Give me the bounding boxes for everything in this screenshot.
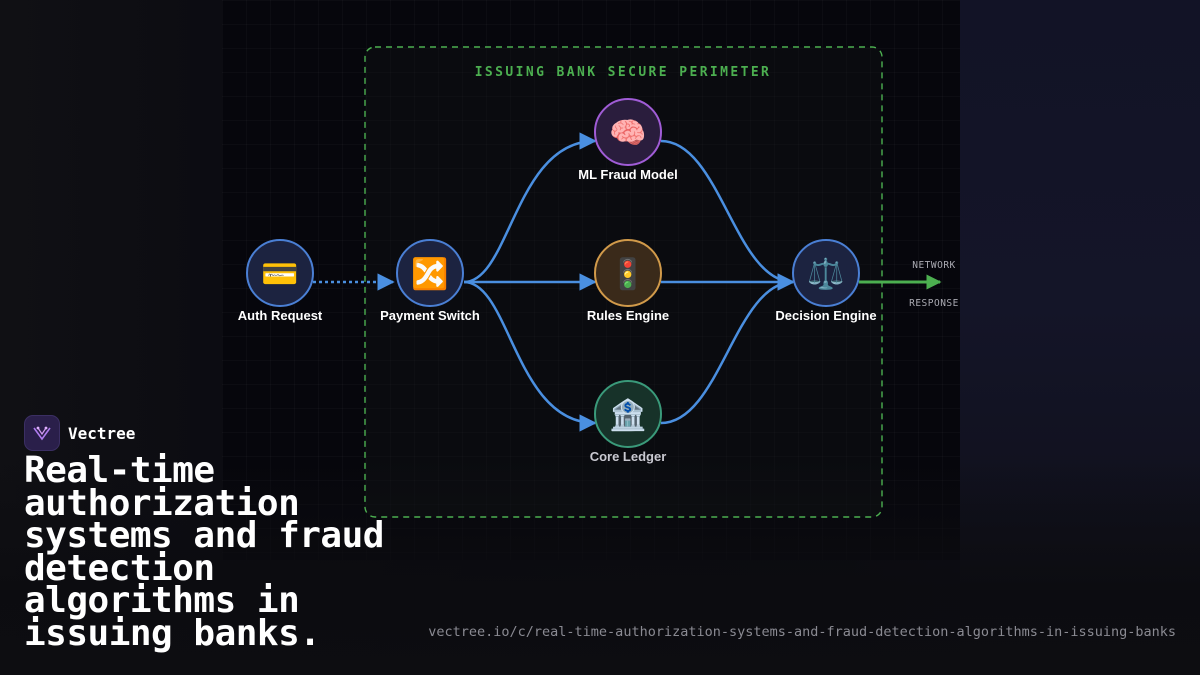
node-core-ledger-label: Core Ledger: [590, 449, 667, 464]
network-label: NETWORK: [912, 260, 956, 271]
perimeter-title: ISSUING BANK SECURE PERIMETER: [475, 65, 772, 80]
node-core-ledger: 🏦 Core Ledger: [590, 380, 667, 464]
vectree-logo-icon: [24, 415, 60, 451]
node-ml-fraud-model-circle: [594, 98, 662, 166]
node-decision-engine-circle: [792, 239, 860, 307]
node-decision-engine-label: Decision Engine: [775, 308, 876, 323]
brand: Vectree: [24, 415, 135, 451]
brain-icon: 🧠: [609, 116, 646, 151]
node-core-ledger-circle: [594, 380, 662, 448]
bank-icon: 🏦: [609, 397, 646, 433]
response-label: RESPONSE: [909, 298, 959, 309]
node-rules-engine: 🚦 Rules Engine: [587, 239, 669, 323]
scales-icon: ⚖️: [807, 256, 844, 292]
node-rules-engine-circle: [594, 239, 662, 307]
headline: Real-time authorization systems and frau…: [24, 450, 384, 654]
node-rules-engine-label: Rules Engine: [587, 308, 669, 323]
edge-ml-to-decision: [660, 139, 795, 291]
node-payment-switch-label: Payment Switch: [380, 308, 480, 323]
bottom-fade: [0, 455, 1200, 675]
node-auth-request-circle: [246, 239, 314, 307]
vectree-logo-mark: [33, 426, 51, 441]
edge-switch-to-ledger: [463, 280, 597, 432]
node-auth-request-label: Auth Request: [238, 308, 323, 323]
edge-ledger-to-decision: [660, 273, 795, 425]
traffic-light-icon: 🚦: [609, 256, 646, 292]
brand-name: Vectree: [68, 423, 136, 443]
page-url[interactable]: vectree.io/c/real-time-authorization-sys…: [428, 624, 1176, 640]
node-payment-switch-circle: [396, 239, 464, 307]
node-payment-switch: 🔀 Payment Switch: [380, 239, 480, 323]
node-ml-fraud-model: 🧠 ML Fraud Model: [578, 98, 678, 182]
credit-card-icon: 💳: [261, 257, 298, 292]
node-decision-engine: ⚖️ Decision Engine: [775, 239, 877, 323]
node-auth-request: 💳 Auth Request: [238, 239, 323, 323]
edge-switch-to-ml: [463, 132, 597, 284]
node-ml-fraud-model-label: ML Fraud Model: [578, 167, 677, 182]
shuffle-icon: 🔀: [411, 256, 448, 292]
